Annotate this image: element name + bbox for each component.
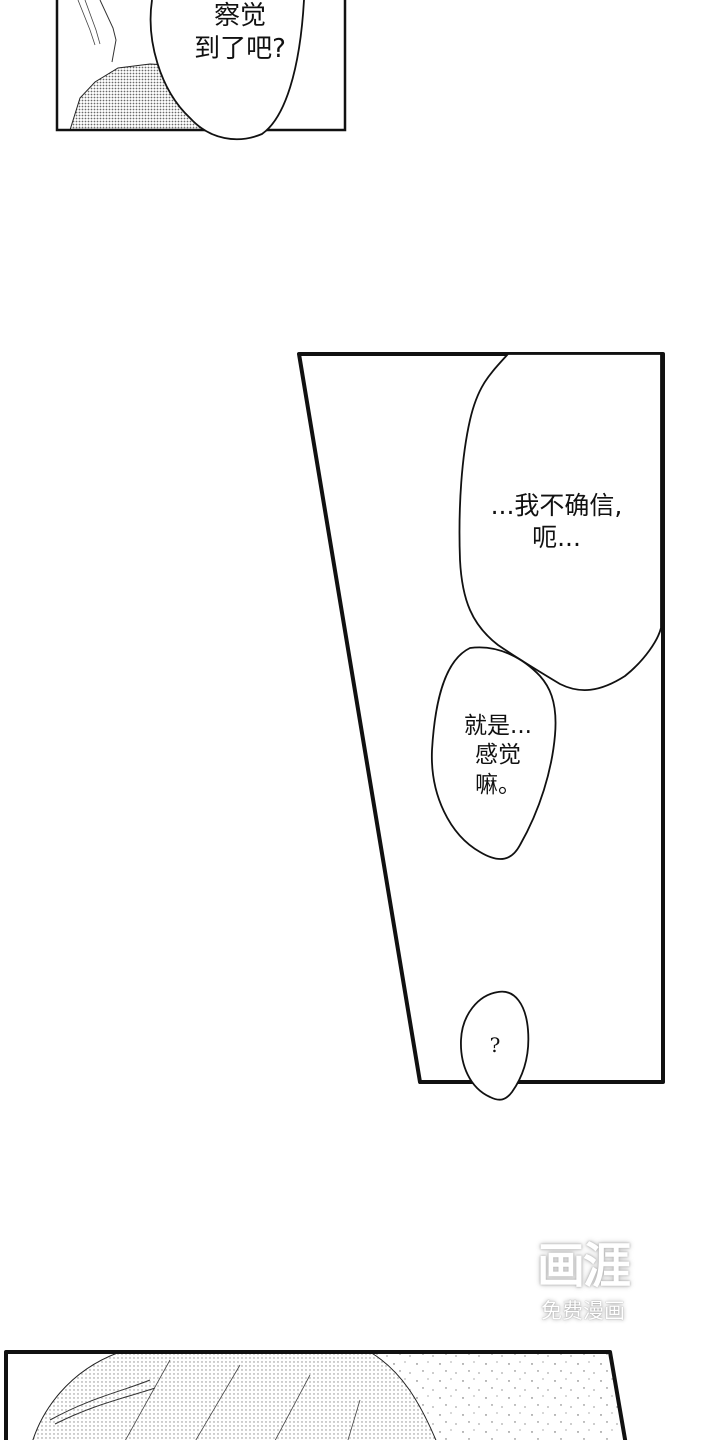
speech-bubble-top: [149, 0, 305, 141]
watermark-subtitle: 免费漫画: [541, 1298, 625, 1323]
panel-bottom: [4, 1350, 628, 1440]
watermark-logo: 画涯: [536, 1238, 631, 1294]
panel-middle: [297, 352, 665, 1101]
watermark: 画涯 免费漫画: [518, 1240, 648, 1340]
bubble-text-large: ...我不确信, 呃...: [490, 491, 623, 552]
bubble-text-question: ?: [489, 1033, 501, 1057]
bubble-text-top: 察觉 到了吧?: [194, 1, 286, 65]
speech-bubble-small: [431, 646, 557, 860]
speech-bubble-question: [460, 990, 530, 1101]
speech-bubble-large: [458, 353, 662, 691]
panel-top: [55, 0, 347, 141]
bubble-text-small: 就是... 感觉 嘛。: [464, 713, 532, 798]
